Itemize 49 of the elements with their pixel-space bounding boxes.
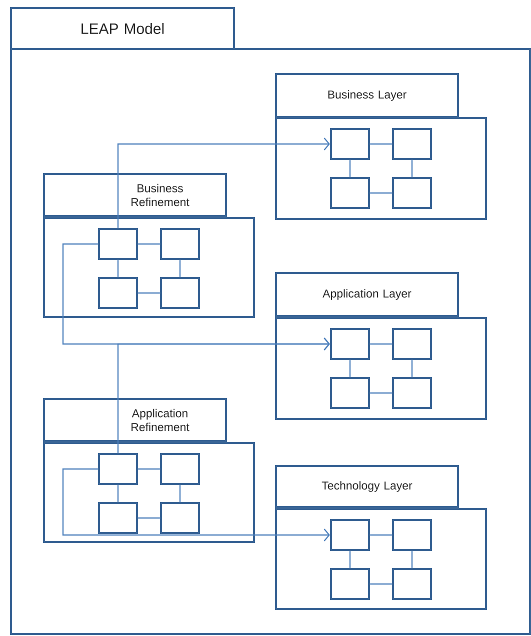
component-box: [330, 568, 370, 600]
component-box: [160, 453, 200, 485]
component-box: [330, 328, 370, 360]
connector-line: [117, 260, 119, 277]
connector-line: [117, 485, 119, 502]
connector-line: [411, 360, 413, 377]
connector-line: [411, 160, 413, 177]
component-box: [392, 519, 432, 551]
connector-line: [349, 160, 351, 177]
component-box: [392, 128, 432, 160]
node-label: Application Refinement: [132, 408, 190, 432]
connector-line: [349, 551, 351, 568]
component-box: [160, 228, 200, 260]
connector-line: [138, 517, 160, 519]
component-box: [160, 277, 200, 309]
component-box: [98, 277, 138, 309]
component-box: [98, 502, 138, 534]
connector-line: [370, 343, 392, 345]
connector-line: [179, 485, 181, 502]
component-box: [392, 328, 432, 360]
arrow: [117, 338, 330, 453]
connector-line: [138, 243, 160, 245]
connector-line: [179, 260, 181, 277]
component-box: [392, 568, 432, 600]
arrow: [117, 138, 330, 228]
component-box: [160, 502, 200, 534]
component-box: [330, 377, 370, 409]
node-label: Business Refinement: [132, 184, 190, 206]
node-label: Technology Layer: [322, 481, 412, 492]
connector-line: [411, 551, 413, 568]
connector-line: [138, 292, 160, 294]
component-box: [330, 128, 370, 160]
connector-line: [370, 583, 392, 585]
arrow: [62, 468, 330, 542]
connector-line: [370, 534, 392, 536]
node-label: Business Layer: [328, 90, 406, 101]
node-label: Application Layer: [322, 289, 412, 300]
component-box: [98, 228, 138, 260]
component-box: [98, 453, 138, 485]
connector-line: [370, 143, 392, 145]
connector-line: [138, 468, 160, 470]
component-box: [392, 177, 432, 209]
component-box: [392, 377, 432, 409]
connector-line: [370, 192, 392, 194]
component-box: [330, 177, 370, 209]
node-label: LEAP Model: [82, 22, 164, 34]
connector-line: [370, 392, 392, 394]
connector-line: [349, 360, 351, 377]
component-box: [330, 519, 370, 551]
